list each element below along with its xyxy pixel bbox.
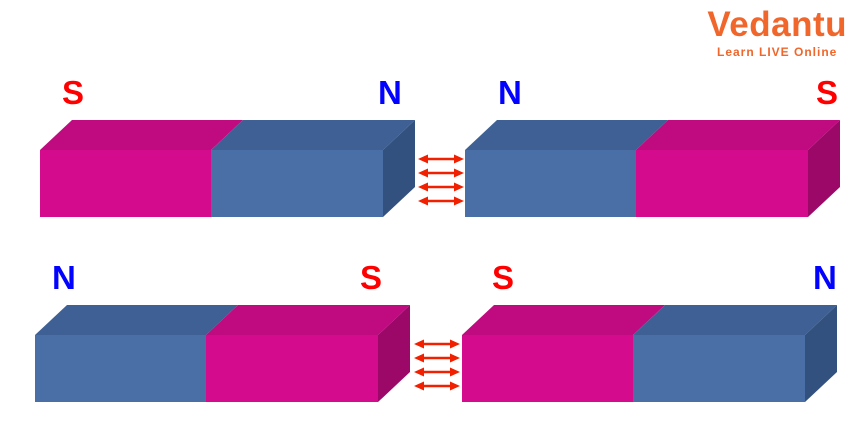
magnet-front-face-right [211, 150, 383, 217]
magnet-front-face-left [462, 335, 633, 402]
pole-label-s: S [816, 74, 839, 111]
magnet-top-face-right [211, 120, 415, 150]
magnet-top-face-left [462, 305, 665, 335]
double-arrow [414, 367, 460, 377]
magnet-end-face [378, 305, 410, 402]
magnet-end-face [808, 120, 840, 217]
magnet-top-face-right [633, 305, 837, 335]
vedantu-logo: Vedantu Learn LIVE Online [707, 5, 847, 59]
magnet-front-face-right [206, 335, 378, 402]
pole-label-n: N [813, 259, 837, 296]
magnet-front-face-left [465, 150, 636, 217]
magnet-top-face-left [35, 305, 238, 335]
bar-magnet [35, 305, 410, 402]
magnet-end-face [383, 120, 415, 217]
double-arrow [414, 353, 460, 363]
magnet-front-face-left [40, 150, 211, 217]
magnet-end-face [805, 305, 837, 402]
double-arrow [418, 154, 464, 164]
logo-wordmark: Vedantu [707, 5, 847, 44]
pole-label-s: S [360, 259, 383, 296]
bar-magnet [40, 120, 415, 217]
magnet-top-face-right [636, 120, 840, 150]
double-arrow [418, 182, 464, 192]
double-arrow [418, 196, 464, 206]
double-arrow [414, 381, 460, 391]
repulsion-arrows-icon [418, 154, 464, 206]
magnet-top-face-right [206, 305, 410, 335]
bar-magnet [465, 120, 840, 217]
bar-magnet [462, 305, 837, 402]
double-arrow [414, 339, 460, 349]
pole-label-s: S [492, 259, 515, 296]
pole-label-n: N [498, 74, 522, 111]
logo-tagline: Learn LIVE Online [717, 44, 838, 59]
pole-label-s: S [62, 74, 85, 111]
magnet-top-face-left [465, 120, 668, 150]
magnet-front-face-right [633, 335, 805, 402]
pole-label-n: N [378, 74, 402, 111]
magnet-front-face-left [35, 335, 206, 402]
magnet-front-face-right [636, 150, 808, 217]
double-arrow [418, 168, 464, 178]
pole-label-n: N [52, 259, 76, 296]
magnet-top-face-left [40, 120, 243, 150]
repulsion-arrows-icon [414, 339, 460, 391]
